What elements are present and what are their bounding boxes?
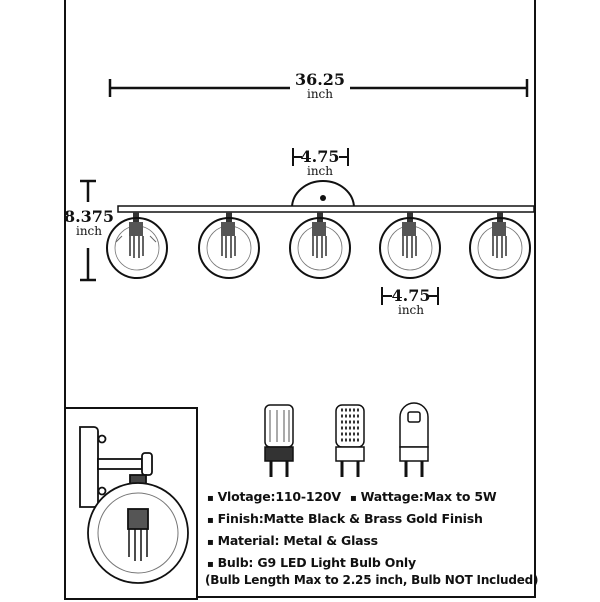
globe-shade-icon xyxy=(469,212,531,279)
globe-shades xyxy=(106,212,531,279)
height-dimension-line xyxy=(80,179,96,282)
spec-bulb-note: (Bulb Length Max to 2.25 inch, Bulb NOT … xyxy=(205,573,539,587)
bullet-icon: ▪ xyxy=(207,493,214,504)
globe-shade-icon xyxy=(289,212,351,279)
side-view-inset xyxy=(64,407,198,600)
bullet-icon: ▪ xyxy=(207,515,214,526)
height-label: 8.375 inch xyxy=(63,207,115,238)
overall-width-label: 36.25 inch xyxy=(290,72,350,100)
product-frame xyxy=(64,0,536,598)
backplate-width-label: 4.75 inch xyxy=(300,147,340,178)
spec-voltage: ▪Vlotage:110-120V xyxy=(207,489,341,504)
bullet-icon: ▪ xyxy=(207,559,214,570)
spec-bulb: ▪Bulb: G9 LED Light Bulb Only xyxy=(207,555,416,570)
fixture-bar xyxy=(117,205,535,213)
shade-dimension-line xyxy=(381,287,439,305)
backplate-dimension-line xyxy=(292,148,349,166)
bullet-icon: ▪ xyxy=(350,493,357,504)
bullet-icon: ▪ xyxy=(207,537,214,548)
shade-width-label: 4.75 inch xyxy=(391,286,431,317)
spec-finish: ▪Finish:Matte Black & Brass Gold Finish xyxy=(207,511,483,526)
spec-material: ▪Material: Metal & Glass xyxy=(207,533,378,548)
spec-wattage: ▪Wattage:Max to 5W xyxy=(350,489,497,504)
g9-bulb-icon xyxy=(399,402,429,477)
backplate-icon xyxy=(290,180,356,209)
globe-shade-icon xyxy=(106,212,168,279)
globe-shade-icon xyxy=(198,212,260,279)
globe-shade-icon xyxy=(379,212,441,279)
g9-bulb-icon xyxy=(335,404,365,477)
side-view-icon xyxy=(79,426,189,584)
g9-bulb-icon xyxy=(264,404,294,477)
